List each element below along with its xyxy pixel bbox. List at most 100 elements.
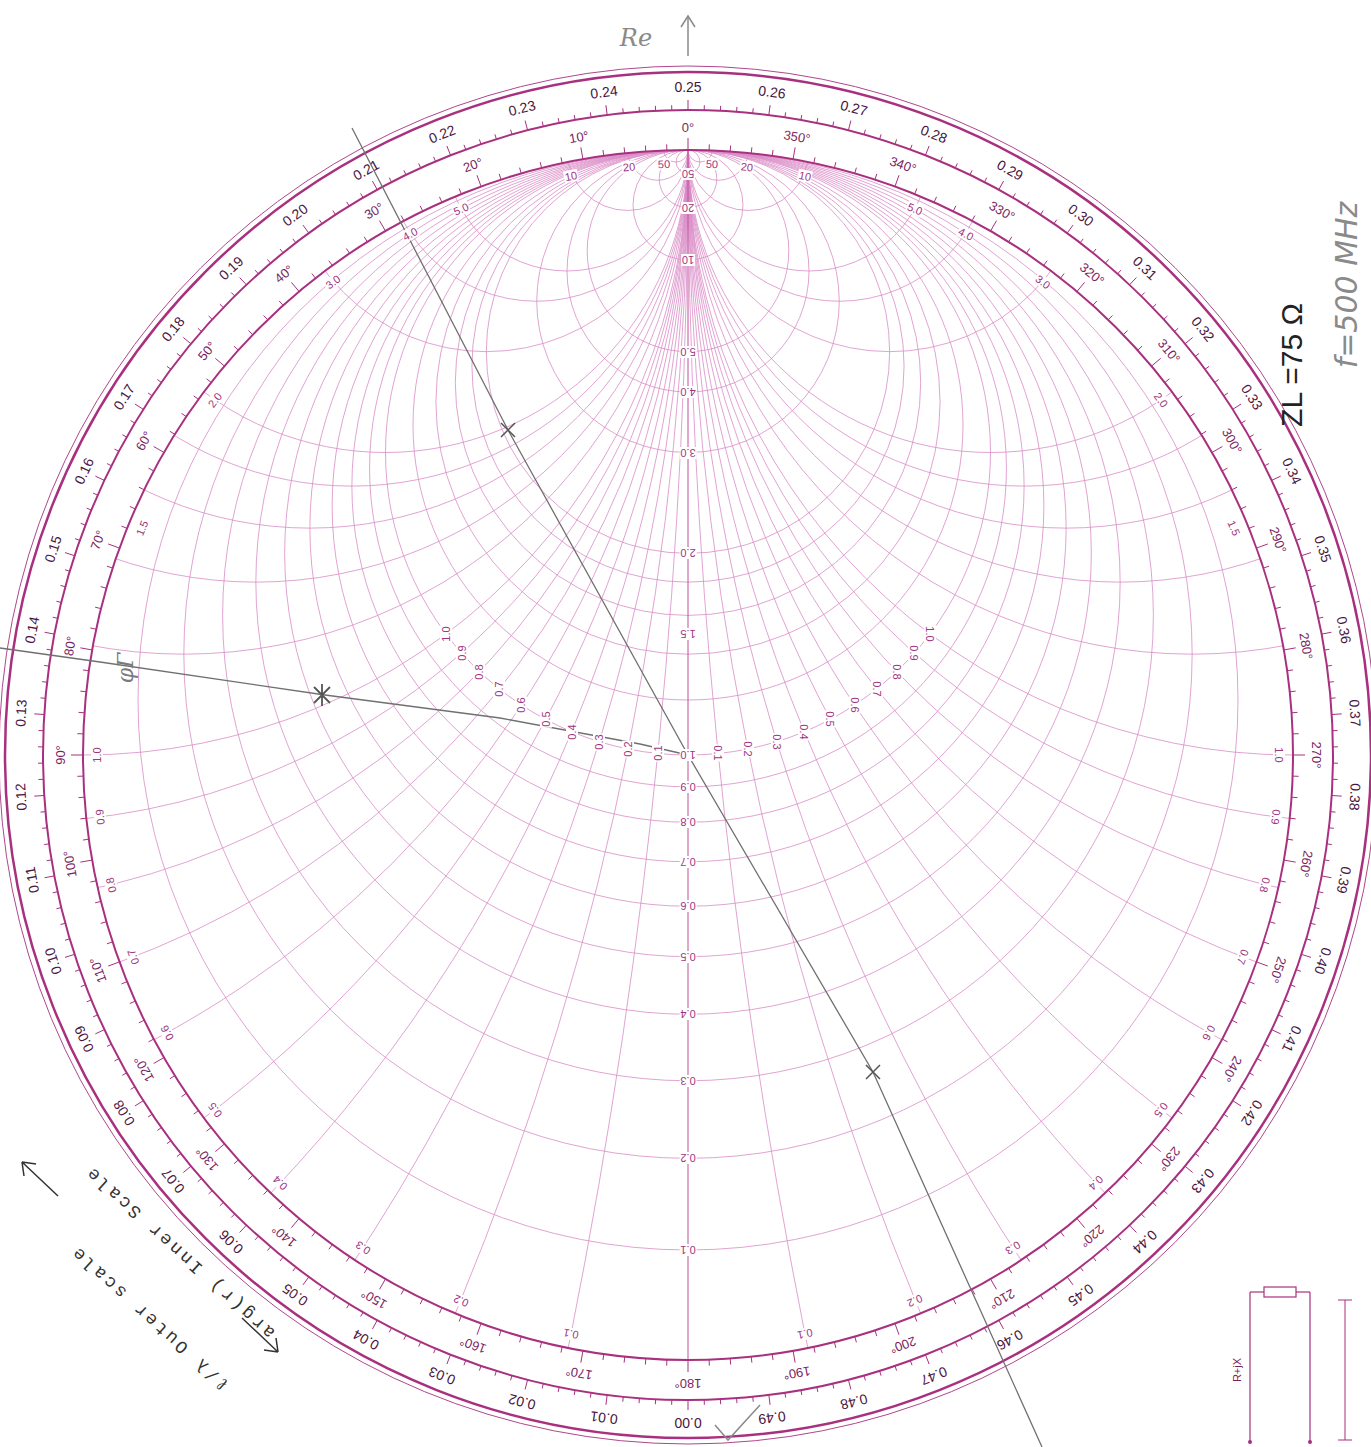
wavelength-tick xyxy=(1164,316,1168,319)
angle-tick xyxy=(215,1144,224,1152)
cross-mark xyxy=(501,423,515,437)
wavelength-tick xyxy=(1215,380,1219,383)
angle-value: 310° xyxy=(1155,336,1184,366)
wavelength-value: 0.44 xyxy=(1130,1227,1161,1257)
resistor-symbol xyxy=(1264,1287,1296,1297)
angle-tick xyxy=(291,282,299,291)
angle-tick xyxy=(1009,237,1012,242)
wavelength-tick xyxy=(1318,617,1323,618)
wavelength-value: 0.01 xyxy=(590,1408,619,1427)
angle-tick xyxy=(71,755,83,756)
reactance-arc xyxy=(83,0,688,453)
angle-tick xyxy=(459,1316,461,1322)
angle-tick xyxy=(855,1337,857,1343)
reactance-value: 0.1 xyxy=(652,745,664,762)
angle-tick xyxy=(1293,733,1299,734)
angle-tick xyxy=(1201,431,1206,434)
wavelength-tick xyxy=(231,293,235,297)
wavelength-value: 0.09 xyxy=(71,1024,97,1055)
wavelength-tick xyxy=(1013,193,1016,197)
wavelength-tick xyxy=(1118,270,1121,274)
reactance-value: 50 xyxy=(657,158,672,171)
reactance-arc xyxy=(446,29,688,271)
angle-tick xyxy=(499,1330,501,1336)
wavelength-value: 0.35 xyxy=(1311,533,1335,564)
angle-tick xyxy=(1275,901,1281,902)
wavelength-tick xyxy=(880,134,881,139)
wavelength-tick xyxy=(135,1101,143,1106)
reactance-value: 2.0 xyxy=(205,390,225,411)
angle-tick xyxy=(248,331,252,335)
wavelength-tick xyxy=(752,1397,754,1402)
wavelength-tick xyxy=(910,1360,912,1365)
wavelength-tick xyxy=(1324,859,1329,861)
wavelength-tick xyxy=(61,923,66,924)
wavelength-value: 0.26 xyxy=(757,83,786,102)
reactance-arc xyxy=(0,0,688,1447)
reactance-arc xyxy=(688,0,1371,1447)
wavelength-tick xyxy=(655,106,656,111)
wavelength-tick xyxy=(940,157,942,162)
wavelength-tick xyxy=(1195,1154,1199,1157)
schematic-wire xyxy=(1309,1292,1310,1442)
wavelength-tick xyxy=(95,476,104,480)
wavelength-tick xyxy=(293,239,296,243)
angle-tick xyxy=(170,431,175,434)
reactance-value: 0.7 xyxy=(493,680,505,697)
angle-value: 330° xyxy=(987,198,1018,224)
angle-tick xyxy=(1232,1020,1237,1023)
resistance-value: 0.3 xyxy=(679,1075,696,1087)
wavelength-tick xyxy=(1067,225,1073,233)
wavelength-value: 0.05 xyxy=(280,1281,311,1310)
wavelength-tick xyxy=(606,105,607,115)
angle-tick xyxy=(540,162,541,168)
angle-tick xyxy=(312,274,316,279)
wavelength-tick xyxy=(970,1335,972,1339)
resistance-value: 20 xyxy=(681,202,695,214)
reactance-value: 5.0 xyxy=(450,201,471,219)
wavelength-value: 0.33 xyxy=(1238,381,1266,413)
wavelength-tick xyxy=(220,304,224,307)
angle-value: 20° xyxy=(461,154,485,175)
angle-value: 220° xyxy=(1077,1222,1107,1251)
wavelength-tick xyxy=(1105,259,1108,263)
angle-tick xyxy=(291,1218,299,1227)
angle-tick xyxy=(1212,1058,1222,1064)
angle-tick xyxy=(1165,379,1170,383)
wavelength-tick xyxy=(1040,1295,1043,1299)
wavelength-tick xyxy=(833,122,834,127)
wavelength-tick xyxy=(1306,570,1311,571)
wavelength-tick xyxy=(53,892,58,893)
angle-tick xyxy=(709,144,710,150)
wavelength-tick xyxy=(784,1393,786,1398)
schematic-wire xyxy=(1296,1291,1310,1292)
angle-tick xyxy=(875,174,877,180)
wavelength-tick xyxy=(955,1342,957,1347)
angle-tick xyxy=(1026,248,1029,253)
angle-value: 270° xyxy=(1309,742,1324,769)
angle-tick xyxy=(581,147,583,159)
wavelength-tick xyxy=(895,1366,897,1371)
angle-tick xyxy=(1275,607,1281,608)
wavelength-tick xyxy=(1311,923,1316,924)
wavelength-tick xyxy=(1185,337,1193,343)
wavelength-tick xyxy=(671,105,672,110)
wavelength-tick xyxy=(434,157,436,162)
angle-tick xyxy=(793,147,795,159)
wavelength-tick xyxy=(1327,665,1332,667)
wavelength-value: 0.03 xyxy=(426,1364,457,1389)
wavelength-tick xyxy=(183,337,191,343)
reactance-value: 0.5 xyxy=(540,711,552,728)
reactance-value: 0.1 xyxy=(561,1327,580,1342)
resistance-value: 0.1 xyxy=(679,1244,696,1256)
angle-tick xyxy=(108,962,119,966)
angle-tick xyxy=(101,922,107,924)
wavelength-tick xyxy=(720,106,721,111)
reactance-arc xyxy=(0,0,688,1158)
reactance-value: 0.9 xyxy=(1269,808,1283,826)
angle-tick xyxy=(915,1316,917,1322)
angle-tick xyxy=(1257,544,1268,548)
reactance-arc xyxy=(0,0,688,1014)
wavelength-tick xyxy=(1174,328,1178,331)
